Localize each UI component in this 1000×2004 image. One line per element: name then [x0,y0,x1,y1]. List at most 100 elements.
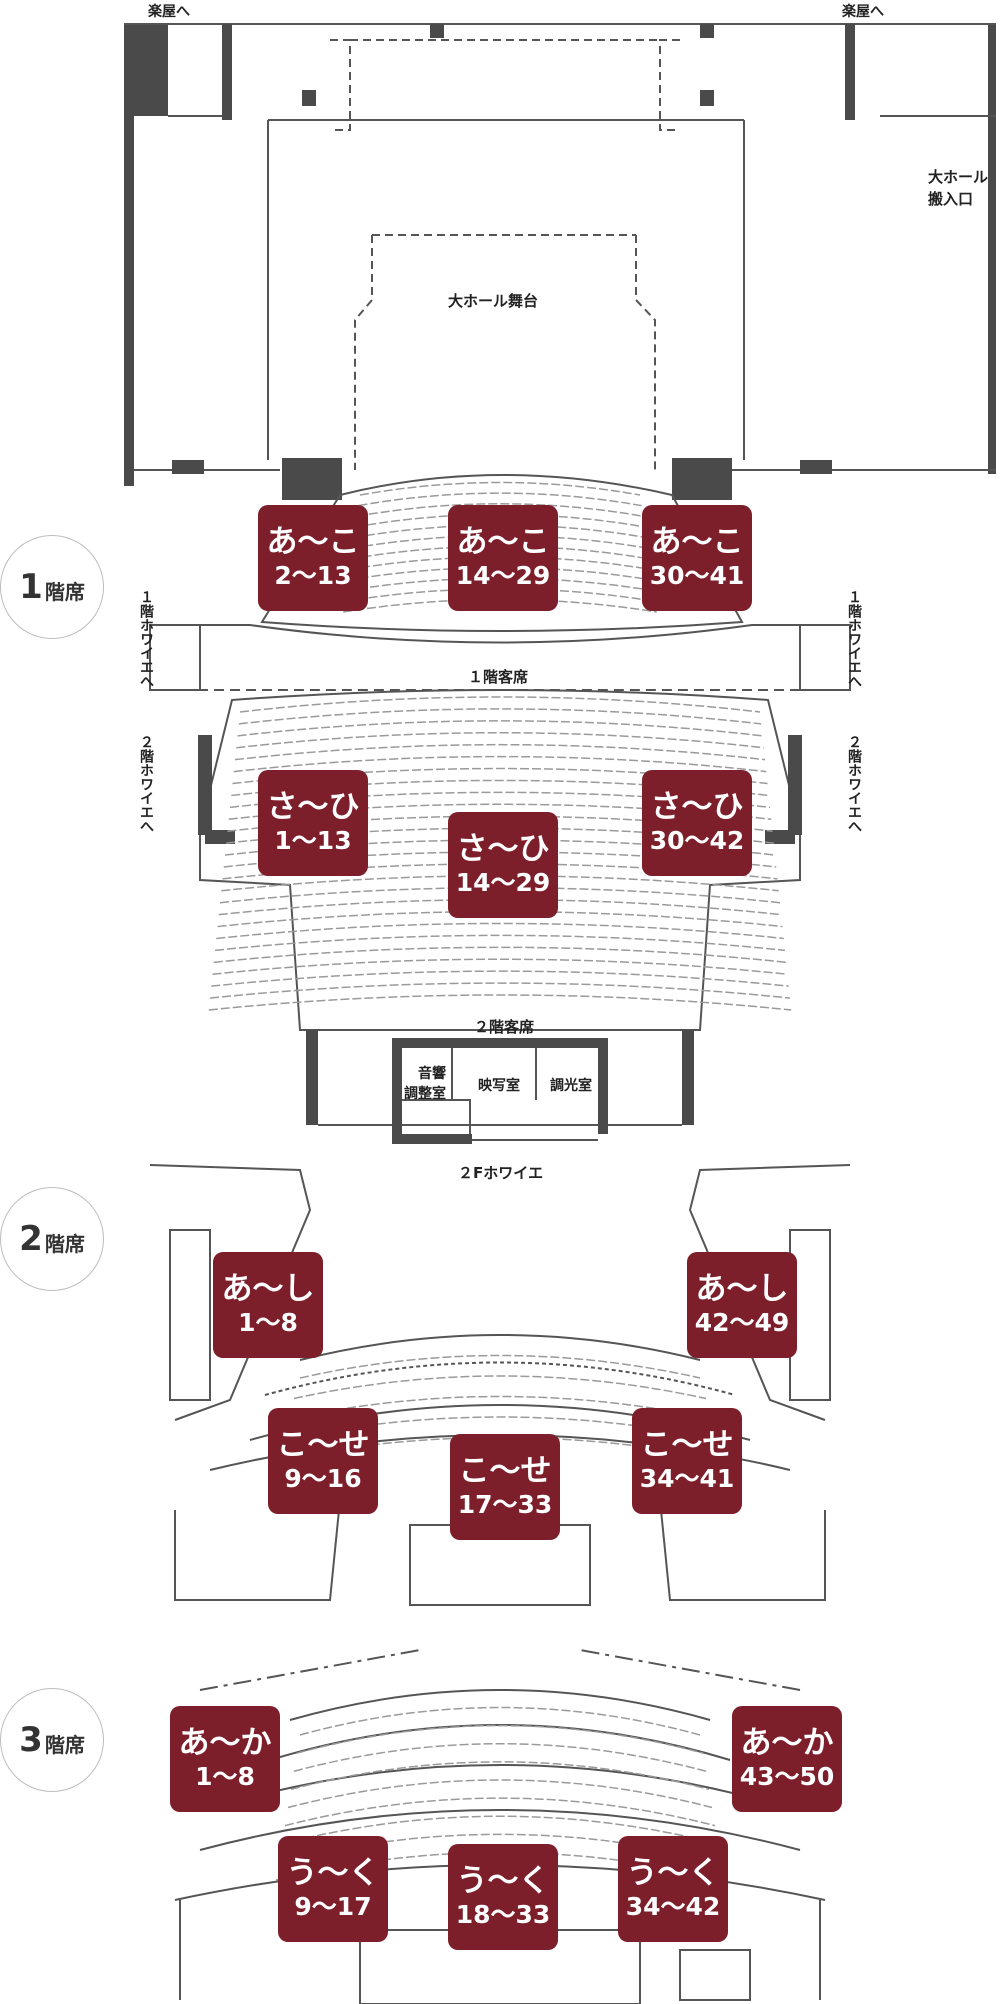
label-foyer-2f: ２Fホワイエ [458,1164,543,1182]
seat-row-line [211,970,789,987]
seat-row-line [214,934,786,952]
seat-block-numbers: 42～49 [694,1307,790,1337]
seat-block-rows: あ～こ [650,524,744,561]
label-gakuya-right: 楽屋へ [841,3,884,20]
seat-row-line [237,720,763,737]
seat-block-rows: あ～し [695,1271,789,1308]
seat-row-line [299,1706,701,1736]
seat-block-numbers: 1～13 [274,825,352,855]
seat-row-line [287,1779,713,1809]
floor-3-label: 階席 [44,1732,85,1757]
seat-block-numbers: 1～8 [195,1761,255,1791]
seat-block-rows: う～く [456,1863,550,1900]
seat-block-numbers: 43～50 [739,1761,835,1791]
label-loading-1: 大ホール [928,168,988,186]
seat-block-numbers: 9～16 [284,1463,362,1493]
seat-row-line [290,1761,710,1791]
floor-1-number: 1 [19,567,43,607]
label-sound-room-2: 調整室 [404,1085,446,1102]
seat-block-numbers: 30～41 [649,560,745,590]
seat-row-line [238,708,762,725]
seat-row-line [293,1743,707,1772]
seat-block-rows: さ～ひ [456,831,550,868]
seat-block-rows: あ～か [178,1725,272,1762]
seat-block-rows: あ～こ [266,524,360,561]
seat-block-rows: こ～せ [276,1427,370,1464]
floor-3-number: 3 [19,1720,43,1760]
seat-row-line [234,743,766,761]
seat-row-line [359,481,641,496]
seat-block-numbers: 30～42 [649,825,745,855]
label-to-1f-foyer-right: １階ホワイエへ [846,590,862,688]
seat-row-line [281,1815,719,1845]
label-seats-1f: １階客席 [468,668,528,686]
seat-block-rows: う～く [626,1855,720,1892]
floor-2-label: 階席 [44,1231,85,1256]
label-sound-room-1: 音響 [418,1065,446,1082]
seat-row-line [358,492,642,507]
seat-block-rows: う～く [286,1855,380,1892]
seat-row-line [346,577,654,592]
seat-row-line [239,696,761,713]
seat-block-numbers: 2～13 [274,560,352,590]
stage-area [124,23,996,500]
label-loading-2: 搬入口 [928,190,973,208]
seat-block-rows: さ～ひ [266,789,360,826]
floor-1-label: 階席 [44,579,85,604]
seat-row-line [299,1354,701,1379]
label-to-2f-foyer-left: ２階ホワイエへ [138,735,154,833]
label-to-1f-foyer-left: １階ホワイエへ [138,590,154,688]
seat-block-rows: こ～せ [458,1453,552,1490]
seat-block-numbers: 14～29 [455,560,551,590]
seat-block-numbers: 9～17 [294,1891,372,1921]
seat-row-line [236,732,764,749]
seat-row-line [216,922,784,940]
seat-block-numbers: 14～29 [455,867,551,897]
seat-row-line [233,755,767,773]
seat-row-line [356,503,644,518]
label-stage: 大ホール舞台 [448,292,538,310]
label-lighting-room: 調光室 [550,1077,592,1094]
seat-block-rows: こ～せ [640,1427,734,1464]
seat-row-line [296,1724,704,1754]
third-floor-plan [174,1649,826,2004]
seat-block-rows: あ～か [740,1725,834,1762]
seat-block-numbers: 34～41 [639,1463,735,1493]
seat-row-line [293,1375,707,1400]
seat-block-rows: あ～こ [456,524,550,561]
seat-row-line [344,588,656,603]
seat-row-line [213,946,787,964]
seat-block-rows: あ～し [221,1271,315,1308]
label-seats-2f: ２階客席 [474,1018,534,1036]
label-gakuya-left: 楽屋へ [147,3,190,20]
first-floor-hall [149,474,851,1144]
seat-row-line [212,958,788,975]
seat-row-line [209,982,791,999]
floor-2-number: 2 [19,1219,43,1259]
label-projection-room: 映写室 [478,1077,520,1094]
seat-block-numbers: 17～33 [457,1489,553,1519]
seat-block-numbers: 34～42 [625,1891,721,1921]
seat-block-numbers: 1～8 [238,1307,298,1337]
seat-block-rows: さ～ひ [650,789,744,826]
